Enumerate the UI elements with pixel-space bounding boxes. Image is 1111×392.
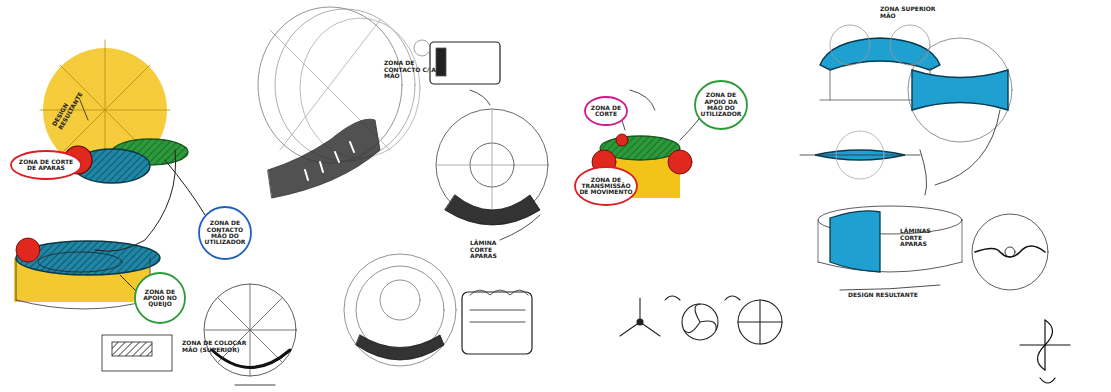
oval-shape	[11, 151, 81, 179]
handwritten-note: DESIGN RESULTANTE	[848, 292, 938, 299]
zone-callout: ZONA DE TRANSMISSÃO DE MOVIMENTO	[574, 166, 638, 206]
oval-shape	[585, 97, 627, 125]
oval-shape	[575, 167, 637, 205]
zone-text: ZONA DE CORTE	[584, 105, 628, 118]
zone-callout: ZONA DE CORTE	[584, 96, 628, 126]
handwritten-note: LÂMINAS CORTE APARAS	[900, 228, 950, 248]
zone-text: ZONA DE CORTE DE APARAS	[10, 159, 82, 172]
handwritten-note: ZONA DE COLOCAR MÃO (SUPERIOR)	[182, 340, 262, 353]
handwritten-note: ZONA SUPERIOR MÃO	[880, 6, 940, 19]
zone-callout: ZONA DE APOIO NO QUEIJO	[134, 272, 186, 324]
zone-text: ZONA DE CONTACTO MÃO DO UTILIZADOR	[198, 220, 252, 245]
oval-shape	[199, 207, 251, 259]
handwritten-note: LÂMINA CORTE APARAS	[470, 240, 520, 260]
zone-text: ZONA DE APOIO DA MÃO DO UTILIZADOR	[694, 92, 748, 117]
zone-text: ZONA DE APOIO NO QUEIJO	[134, 289, 186, 308]
zone-callout: ZONA DE APOIO DA MÃO DO UTILIZADOR	[694, 80, 748, 130]
oval-shape	[135, 273, 185, 323]
zone-text: ZONA DE TRANSMISSÃO DE MOVIMENTO	[574, 177, 638, 196]
handwritten-note: ZONA DE CONTACTO C/ A MÃO	[384, 60, 444, 80]
zone-callout: ZONA DE CONTACTO MÃO DO UTILIZADOR	[198, 206, 252, 260]
oval-shape	[695, 81, 747, 129]
zone-callout: ZONA DE CORTE DE APARAS	[10, 150, 82, 180]
